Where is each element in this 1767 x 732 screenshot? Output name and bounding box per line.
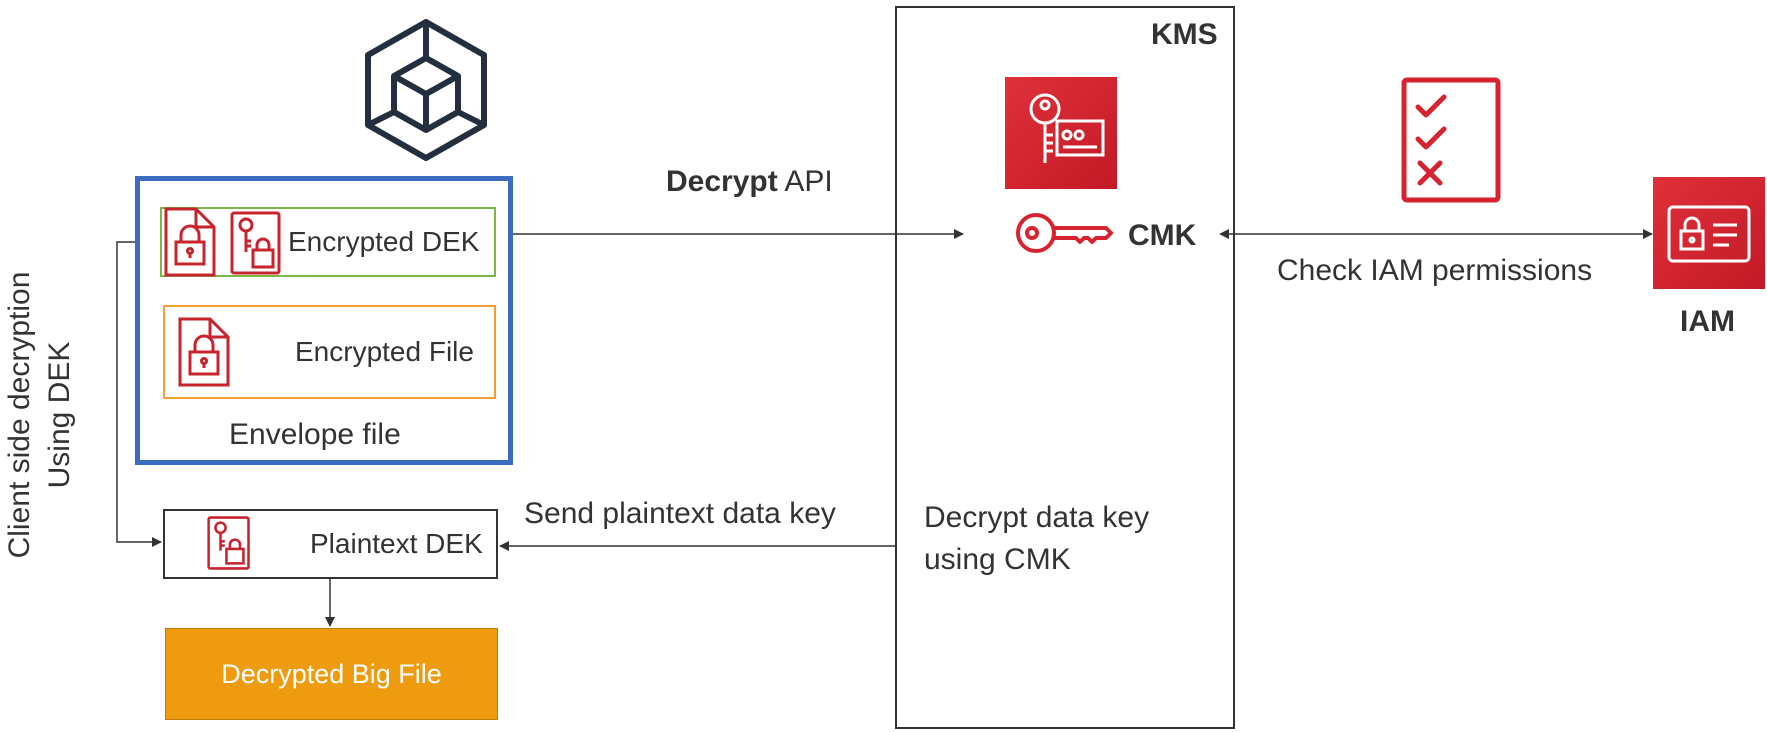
client-side-label-line1: Client side decryption [3, 271, 36, 559]
plaintext-dek-box [163, 509, 498, 579]
decrypt-api-label: Decrypt API [666, 165, 833, 199]
encrypted-file-box [163, 305, 496, 399]
iam-icon [1653, 177, 1765, 289]
checklist-icon [1401, 77, 1501, 203]
cmk-key-icon [1016, 213, 1113, 253]
client-side-label-line2: Using DEK [43, 341, 76, 489]
check-iam-label: Check IAM permissions [1277, 254, 1593, 287]
kms-key-icon [1005, 77, 1117, 189]
encrypted-dek-label: Encrypted DEK [288, 226, 480, 257]
decrypt-data-key-line2: using CMK [924, 543, 1071, 576]
client-side-label: Client side decryption Using DEK [0, 250, 80, 580]
send-plaintext-label: Send plaintext data key [524, 497, 836, 530]
plaintext-key-document-icon [207, 516, 250, 570]
decrypt-data-key-line1: Decrypt data key [924, 501, 1150, 534]
encrypted-file-label: Encrypted File [295, 336, 474, 367]
kms-box [895, 6, 1235, 729]
envelope-file-label: Envelope file [229, 418, 401, 451]
encrypted-dek-box [160, 207, 496, 277]
cmk-label: CMK [1128, 219, 1197, 252]
decrypted-big-file-box: Decrypted Big File [165, 628, 498, 720]
decrypt-api-bold: Decrypt [666, 165, 778, 198]
locked-document-icon [178, 317, 230, 387]
locked-document-icon [164, 207, 216, 277]
decrypt-api-rest: API [777, 165, 833, 198]
locked-key-document-icon [230, 211, 281, 275]
client-side-arrow [116, 241, 162, 547]
sdk-cube-icon [365, 19, 487, 161]
iam-label: IAM [1680, 305, 1735, 338]
kms-title: KMS [1151, 18, 1218, 51]
envelope-file-box [135, 176, 513, 465]
decrypted-big-file-label: Decrypted Big File [221, 658, 442, 689]
plaintext-dek-label: Plaintext DEK [310, 528, 483, 559]
